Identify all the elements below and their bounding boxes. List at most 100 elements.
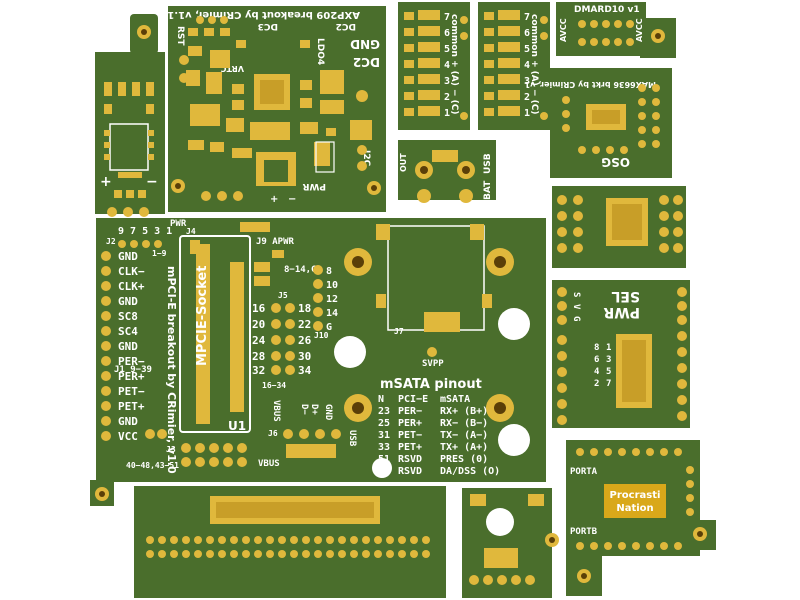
msata-cell-2-1: PET− <box>398 430 422 441</box>
sel-label: SEL <box>611 288 640 304</box>
procrasti-logo-bg <box>604 484 666 518</box>
msata-cell-4-1: RSVD <box>398 454 422 465</box>
common-b-num-6: 1 <box>524 108 530 119</box>
mpcie-col-right-4: 34 <box>298 364 312 377</box>
common-a-num-5: 2 <box>444 92 450 103</box>
mpcie-col-right-0: 18 <box>298 302 311 315</box>
msata-svpp-label: SVPP <box>422 359 444 369</box>
dmard-title: DMARD10 v1 <box>574 5 640 15</box>
pwr-label: PWR <box>603 304 640 320</box>
mpcie-right-num-3: 14 <box>326 308 338 319</box>
mpcie-dplus-label: D+ <box>309 404 319 415</box>
msata-header-0: N <box>378 394 384 405</box>
axp209-minus-label: − <box>288 194 296 205</box>
mpcie-j9-label: J9 APWR <box>256 237 295 247</box>
mpcie-socket-label: MPCIE-Socket <box>195 266 210 366</box>
msata-cell-5-2: DA/DSS (O) <box>440 466 500 477</box>
mpcie-vbus2-label: VBUS <box>258 459 280 469</box>
msata-cell-2-2: TX− (A−) <box>440 430 488 441</box>
mpcie-col-left-3: 28 <box>252 350 265 363</box>
common-a-num-6: 1 <box>444 108 450 119</box>
pwr-sel-s: S <box>571 292 581 297</box>
mpcie-pin-12: GND <box>118 415 138 428</box>
axp209-rst-label: RST <box>175 26 185 46</box>
out-label: OUT <box>399 153 408 172</box>
axp209-vrtc-label: VRTC <box>221 64 244 73</box>
mpcie-u1-label: U1 <box>228 419 246 433</box>
mpcie-top-nums: 9 7 5 3 1 <box>118 226 172 237</box>
led-board: + − <box>100 82 158 217</box>
osg-label: OSG <box>601 155 630 169</box>
axp209-board: AXP209 breakout by CRimier, v1.1 DC3 LDO… <box>167 9 381 205</box>
msata-cell-0-1: PER− <box>398 406 422 417</box>
mpcie-j6-label: J6 <box>268 429 278 438</box>
axp209-dc2-label: DC2 <box>336 21 356 31</box>
msata-cell-3-0: 33 <box>378 442 390 453</box>
msata-cell-3-2: TX+ (A+) <box>440 442 488 453</box>
mpcie-title: mPCI-E breakout by CRimier, v1.0 <box>165 266 178 474</box>
axp209-i2c-label: I2C <box>361 150 371 167</box>
mpcie-col-left-4: 32 <box>252 364 265 377</box>
mpcie-col-right-3: 30 <box>298 350 311 363</box>
msata-cell-0-2: RX+ (B+) <box>440 406 488 417</box>
mpcie-right-num-0: 8 <box>326 266 332 277</box>
mpcie-bottom-range: 40−48,43−51 <box>126 461 179 470</box>
msata-cell-1-0: 25 <box>378 418 390 429</box>
pwr-sel-board: SEL PWR S V G 8 6 4 2 1 3 5 7 <box>557 287 687 425</box>
mpcie-pin-14: VCC <box>118 430 138 443</box>
porta-label: PORTA <box>570 467 598 477</box>
common-b-label: common + (A) − (C) <box>529 14 539 115</box>
mpcie-pin-6: GND <box>118 340 138 353</box>
msata-cell-2-0: 31 <box>378 430 390 441</box>
mpcie-top-range: 1−9 <box>152 249 167 258</box>
pwr-sel-num-7: 7 <box>606 379 611 389</box>
common-a-num-2: 5 <box>444 44 450 55</box>
common-a-num-4: 3 <box>444 76 450 87</box>
common-b-num-5: 2 <box>524 92 530 103</box>
msata-header-1: PCI−E <box>398 394 428 405</box>
procrasti-name-1: Procrasti <box>610 490 661 501</box>
axp209-plus-label: + <box>270 194 278 205</box>
msata-cell-4-2: PRES (0) <box>440 454 488 465</box>
axp209-dc3-label: DC3 <box>258 21 278 31</box>
mpcie-pin-10: PET− <box>118 385 145 398</box>
led-plus-label: + <box>100 174 112 190</box>
procrasti-board: PORTA PORTB Procrasti Nation <box>570 448 694 550</box>
dmard-avcc-left: AVCC <box>559 18 568 42</box>
msata-cell-5-1: RSVD <box>398 466 422 477</box>
mpcie-right-num-2: 12 <box>326 294 338 305</box>
pwr-sel-g: G <box>571 316 581 321</box>
mpcie-pin-5: SC4 <box>118 325 138 338</box>
mpcie-j1-label: J1 9−39 <box>114 365 152 375</box>
corner-holes <box>95 25 707 583</box>
mpcie-pin-7: PER− <box>118 355 145 368</box>
bat-label: BAT <box>483 180 493 200</box>
dmard-avcc-right: AVCC <box>635 18 644 42</box>
usb-bat-board: USB BAT OUT <box>399 150 493 203</box>
led-minus-label: − <box>146 174 158 190</box>
msata-j7-label: J7 <box>394 327 404 336</box>
mpcie-right-num-1: 10 <box>326 280 338 291</box>
usb-label: USB <box>483 153 493 174</box>
msata-cell-1-2: RX− (B−) <box>440 418 488 429</box>
mpcie-gnd-label: GND <box>323 404 333 421</box>
mpcie-pin-3: GND <box>118 295 138 308</box>
mpcie-range-8-14: 8−14,G <box>284 265 317 275</box>
pwr-sel-num-1: 6 <box>594 355 599 365</box>
axp209-dc2b-label: DC2 <box>353 55 380 69</box>
pwr-sel-num-5: 3 <box>606 355 611 365</box>
axp209-title: AXP209 breakout by CRimier, v1.1 <box>167 9 360 20</box>
msata-cell-4-0: 51 <box>378 454 390 465</box>
mpcie-usb-label: USB <box>347 430 357 447</box>
mpcie-board: 9 7 5 3 1 PWR J4 J2 1−9 J9 APWR GND CLK−… <box>101 219 357 474</box>
mpcie-pin-11: PET+ <box>118 400 145 413</box>
mpcie-socket-outline <box>179 235 251 433</box>
msata-cell-5-0: 49 <box>378 466 390 477</box>
max6636-label: MAX6636 brkt by CRimier, v1 <box>524 80 656 89</box>
common-b-board: 7 6 5 4 3 2 1 common + (A) − (C) <box>484 10 548 120</box>
axp209-ldo4-label: LDO4 <box>315 38 325 65</box>
msata-cell-0-0: 23 <box>378 406 390 417</box>
common-a-num-1: 6 <box>444 28 450 39</box>
